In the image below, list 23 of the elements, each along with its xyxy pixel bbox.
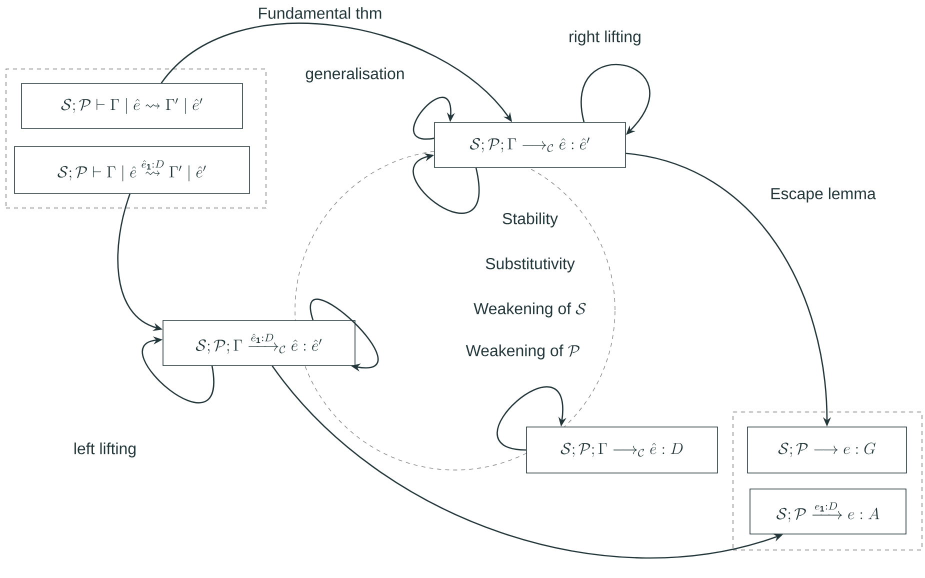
- rule-label: Stability: [502, 212, 558, 228]
- edge-label: Escape lemma: [768, 186, 878, 204]
- formula-box: $\mathcal{S};\mathcal{P} \vdash \Gamma \mid \hat{e} \rightsquigarrow \Gamma' \mid \hat{e}'$: [21, 83, 243, 129]
- edge-label: right lifting: [567, 29, 643, 47]
- dashed-group-box: [732, 412, 922, 550]
- arrow: [142, 336, 214, 403]
- arrow: [413, 96, 455, 140]
- rule-label: $\text{Weakening of }\mathcal{S}$: [474, 302, 586, 318]
- formula-box: $\mathcal{S};\mathcal{P};\Gamma \longrightarrow_{\mathcal{C}} \hat{e} : \hat{e}'$: [434, 122, 626, 168]
- edge-label: Fundamental thm: [256, 6, 384, 20]
- formula-box: $\mathcal{S};\mathcal{P} \xrightarrow{e_{\mathbf{1}}:D} e : A$: [750, 488, 906, 534]
- rule-label: Substitutivity: [486, 258, 575, 272]
- rule-label: $\text{Weakening of }\mathcal{P}$: [466, 344, 580, 360]
- formula-box: $\mathcal{S};\mathcal{P} \longrightarrow e : G$: [747, 426, 907, 474]
- edge-label: generalisation: [304, 66, 406, 84]
- formula-box: $\mathcal{S};\mathcal{P};\Gamma \xrightarrow{\hat{e}_{\mathbf{1}}:D}_{\mathcal{C}} \hat{e} : \hat{e}'$: [162, 320, 356, 366]
- formula-box: $\mathcal{S};\mathcal{P} \vdash \Gamma \mid \hat{e} \overset{\hat{e}_{\mathbf{1}}:D}{\rightsquigarrow} \Gamma' \mid \hat{e}'$: [14, 146, 250, 194]
- arrow: [310, 299, 378, 372]
- dashed-group-box: [6, 68, 266, 208]
- formula-box: $\mathcal{S};\mathcal{P};\Gamma \longrightarrow_{\mathcal{C}} \hat{e} : D$: [526, 426, 718, 474]
- arrow: [412, 153, 480, 214]
- edge-label: left lifting: [72, 441, 138, 459]
- arrow: [496, 386, 566, 451]
